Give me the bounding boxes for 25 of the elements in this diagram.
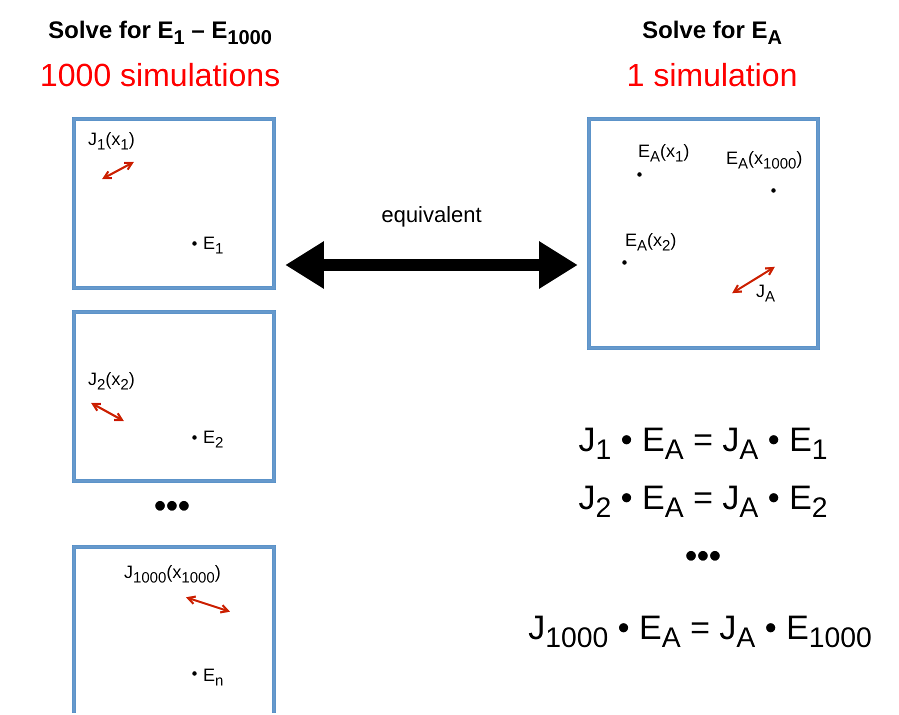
- heading: Solve for E$_{A}$: [642, 18, 782, 49]
- subheading: 1000 simulations: [40, 58, 280, 94]
- equation: J$_{1}$ • E$_{A}$ = J$_{A}$ • E$_{1}$: [578, 422, 828, 466]
- edge-label: equivalent: [381, 203, 482, 228]
- simulation-box: [72, 545, 276, 713]
- subheading: 1 simulation: [626, 58, 798, 94]
- simulation-box: [587, 117, 820, 350]
- simulation-box: [72, 117, 276, 290]
- simulation-box: [72, 310, 276, 483]
- field-label: J$_{2}$(x$_{2}$): [88, 370, 135, 394]
- field-label: E$_{n}$: [203, 666, 224, 690]
- double-arrow: [286, 241, 578, 289]
- field-label: E$_{A}$(x$_{1}$): [638, 142, 690, 166]
- heading: Solve for E$_{1}$ – E$_{1000}$: [48, 18, 272, 49]
- equation: J$_{2}$ • E$_{A}$ = J$_{A}$ • E$_{2}$: [578, 480, 828, 524]
- equation: J$_{1000}$ • E$_{A}$ = J$_{A}$ • E$_{1000}$: [528, 610, 872, 654]
- ellipsis: •••: [154, 488, 190, 526]
- field-label: E$_{1}$: [203, 234, 224, 258]
- field-label: J$_{A}$: [756, 282, 776, 306]
- ellipsis: •••: [685, 538, 721, 576]
- field-label: E$_{A}$(x$_{1000}$): [726, 149, 802, 174]
- field-label: J$_{1000}$(x$_{1000}$): [124, 563, 221, 588]
- field-label: E$_{2}$: [203, 428, 224, 452]
- field-label: E$_{A}$(x$_{2}$): [625, 231, 676, 256]
- field-label: J$_{1}$(x$_{1}$): [88, 130, 135, 154]
